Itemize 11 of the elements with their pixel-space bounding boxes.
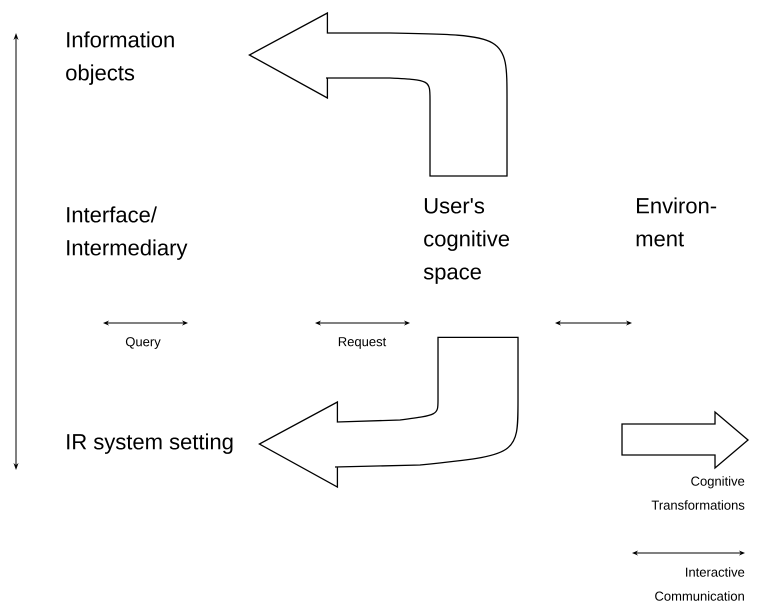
block-arrow <box>258 336 519 488</box>
legend-label: Interactive Communication <box>655 567 744 601</box>
arrow-label: Request <box>338 337 386 349</box>
block-arrow <box>248 12 508 177</box>
legend-label: Cognitive Transformations <box>652 476 744 510</box>
node-label: Environ- ment <box>636 197 716 247</box>
arrow-label: Query <box>126 337 161 349</box>
node-label: Interface/ Intermediary <box>67 206 188 260</box>
node-label: User's cognitive space <box>424 198 510 284</box>
node-label: Information objects <box>66 31 174 85</box>
node-label: IR system setting <box>67 433 232 454</box>
